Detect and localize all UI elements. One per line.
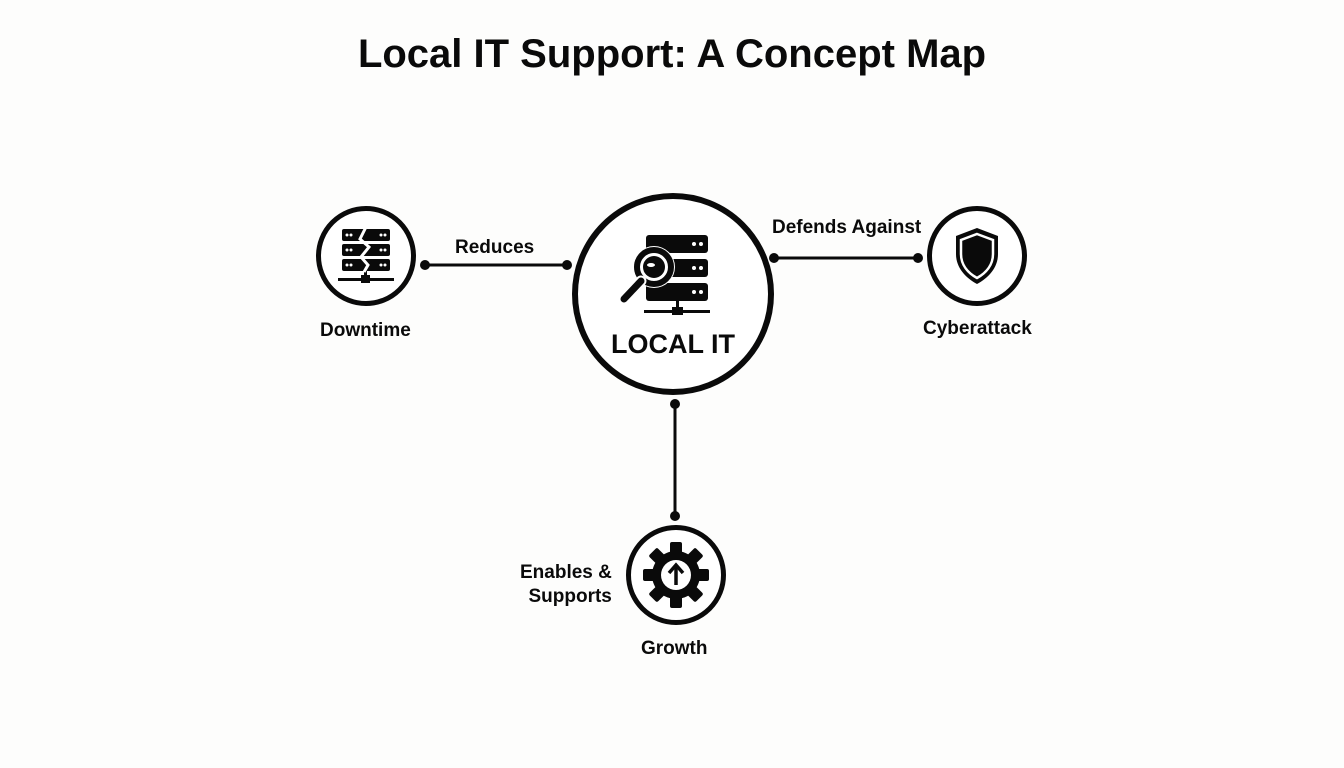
edge-defends-against [769, 253, 923, 263]
edge-label-reduces: Reduces [455, 237, 535, 258]
edge-label-line1: Enables & [520, 562, 612, 583]
center-node-label: LOCAL IT [611, 329, 735, 359]
edge-enables-supports [670, 399, 680, 521]
server-search-icon [618, 235, 710, 315]
node-local-it[interactable]: LOCAL IT [572, 193, 774, 395]
edge-label-line2: Supports [528, 586, 612, 607]
broken-server-icon [338, 226, 394, 283]
edge-reduces [420, 260, 572, 270]
node-label-cyberattack: Cyberattack [923, 318, 1032, 339]
node-label-downtime: Downtime [320, 320, 411, 341]
page-title: Local IT Support: A Concept Map [357, 32, 987, 76]
edge-label-enables-supports: Enables & Supports [520, 561, 612, 609]
node-growth[interactable] [626, 525, 726, 625]
node-downtime[interactable] [316, 206, 416, 306]
shield-icon [956, 228, 998, 284]
node-cyberattack[interactable] [927, 206, 1027, 306]
edge-label-defends-against: Defends Against [772, 217, 922, 238]
node-label-growth: Growth [641, 638, 708, 659]
gear-arrow-up-icon [643, 542, 709, 608]
